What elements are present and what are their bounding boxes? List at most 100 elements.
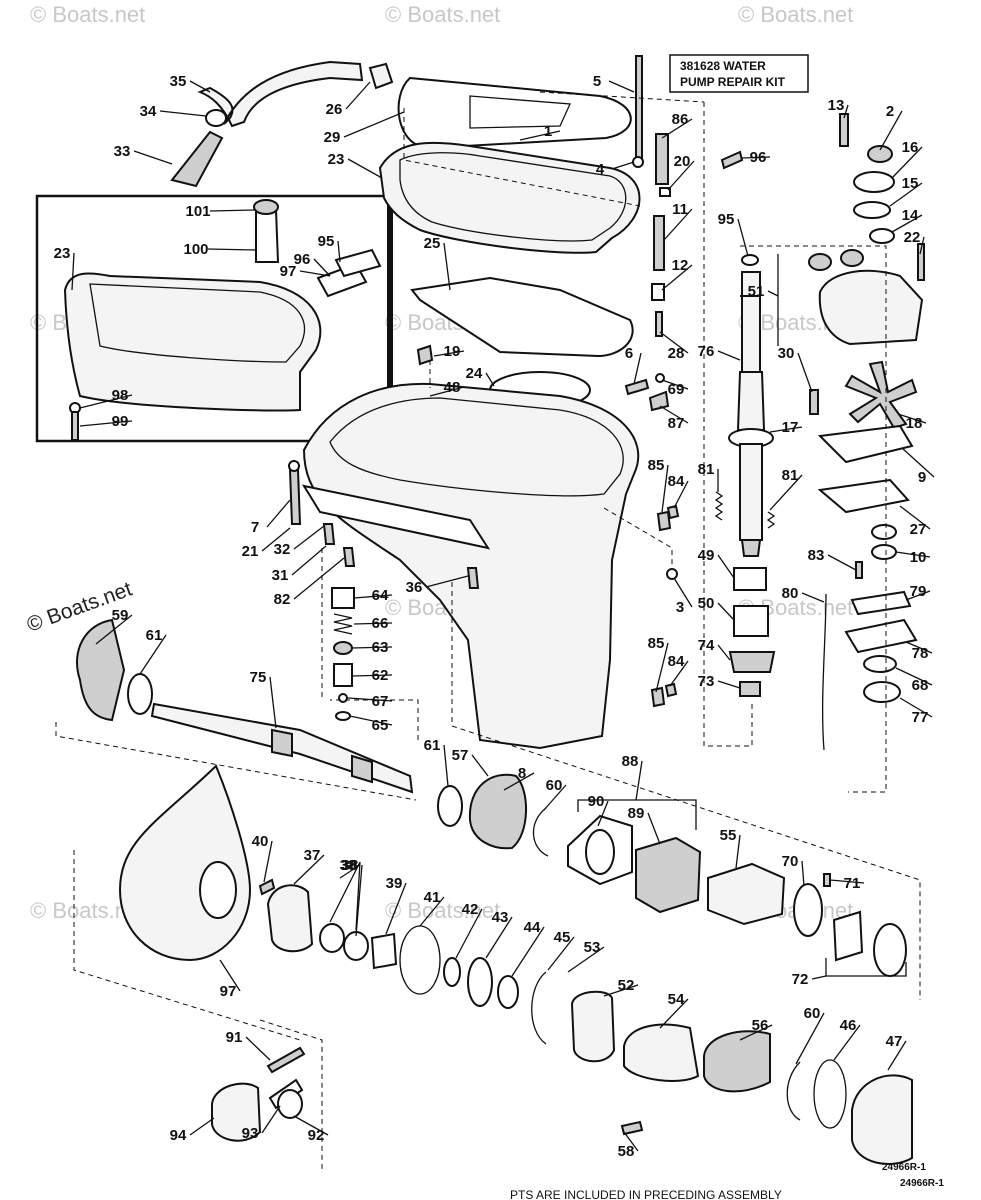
bracket-88: [577, 799, 697, 830]
ring-60b: [786, 1061, 801, 1121]
screw-71: [823, 873, 831, 887]
callout-leader-66: [353, 622, 393, 625]
callout-12: 12: [672, 257, 689, 274]
shift-rod-11: [653, 215, 665, 271]
nut-73: [739, 681, 761, 697]
callout-22: 22: [904, 229, 921, 246]
callout-63: 63: [372, 639, 389, 656]
callout-leader-20: [667, 160, 695, 191]
callout-32: 32: [274, 541, 291, 558]
callout-leader-82: [293, 557, 345, 600]
callout-78: 78: [912, 645, 929, 662]
callout-49: 49: [698, 547, 715, 564]
seal-95: [741, 254, 759, 266]
callout-35: 35: [170, 73, 187, 90]
callout-61: 61: [424, 737, 441, 754]
callout-leader-96: [741, 156, 771, 159]
callout-leader-81: [769, 474, 803, 511]
bearing-carrier-55: [707, 862, 786, 926]
callout-10: 10: [910, 549, 927, 566]
pin-58: [620, 1120, 644, 1136]
callout-leader-61: [139, 634, 167, 675]
callout-88: 88: [622, 753, 639, 770]
stud-7: [288, 469, 302, 525]
callout-25: 25: [424, 235, 441, 252]
callout-leader-100: [207, 248, 257, 251]
callout-leader-50: [717, 602, 735, 621]
callout-leader-18: [897, 413, 927, 424]
callout-leader-72: [811, 975, 827, 980]
callout-44: 44: [524, 919, 541, 936]
callout-leader-49: [717, 554, 735, 579]
callout-34: 34: [140, 103, 157, 120]
callout-leader-7: [266, 499, 291, 528]
seal-14: [869, 228, 895, 244]
callout-29: 29: [324, 129, 341, 146]
adapter-housing-23-flange: [399, 152, 627, 242]
callout-50: 50: [698, 595, 715, 612]
callout-leader-58: [623, 1131, 639, 1152]
spring-66: [333, 613, 353, 635]
callout-95: 95: [718, 211, 735, 228]
watermark: © Boats.net: [385, 2, 500, 27]
callout-leader-34: [159, 110, 207, 117]
bearing-77: [863, 681, 901, 703]
callout-51: 51: [748, 283, 765, 300]
callout-11: 11: [672, 201, 688, 218]
callout-leader-46: [833, 1024, 861, 1061]
callout-9: 9: [918, 469, 926, 486]
kit-box-line1: 381628 WATER: [680, 59, 766, 73]
callout-46: 46: [840, 1017, 857, 1034]
retainer-70: [793, 883, 823, 937]
callout-leader-52: [603, 984, 639, 997]
plate-79: [850, 590, 912, 616]
callout-leader-64: [353, 594, 393, 599]
screw-30: [809, 389, 819, 415]
callout-leader-84: [669, 660, 689, 687]
shaft-splines-a: [271, 728, 293, 758]
callout-leader-10: [895, 551, 931, 558]
callout-leader-19: [433, 350, 465, 357]
bracket-38: [329, 861, 361, 931]
callout-leader-93: [261, 1105, 281, 1134]
callout-leader-59: [95, 614, 133, 645]
callout-84: 84: [668, 473, 685, 490]
gasket-1-opening: [469, 95, 571, 129]
callout-leader-28: [659, 331, 689, 354]
screw-36: [466, 567, 480, 589]
callout-leader-88: [635, 760, 643, 801]
callout-19: 19: [444, 343, 461, 360]
grommet-34: [205, 109, 227, 127]
callout-89: 89: [628, 805, 645, 822]
housing-16: [853, 171, 895, 193]
propeller-hub: [199, 861, 237, 919]
callout-leader-75: [269, 676, 277, 729]
screw-83: [855, 561, 863, 579]
spring-81-left: [714, 491, 724, 521]
callout-leader-69: [661, 379, 689, 390]
kit-box: [669, 54, 809, 93]
callout-leader-39: [385, 882, 407, 935]
forward-gear-59: [75, 618, 126, 722]
callout-leader-76: [717, 350, 741, 361]
callout-leader-13: [843, 104, 849, 119]
callout-3: 3: [676, 599, 684, 616]
callout-leader-44: [511, 926, 545, 977]
callout-73: 73: [698, 673, 715, 690]
callout-93: 93: [242, 1125, 259, 1142]
grommet-2: [867, 145, 893, 163]
driveshaft-splines: [740, 539, 762, 557]
pin-86: [655, 133, 669, 185]
callout-leader-11: [663, 208, 693, 241]
callout-56: 56: [752, 1017, 769, 1034]
callout-leader-83: [827, 554, 857, 571]
callout-65: 65: [372, 717, 389, 734]
callout-95: 95: [318, 233, 335, 250]
callout-leader-25: [443, 242, 451, 291]
washer-42: [443, 957, 461, 987]
spring-89: [635, 836, 702, 914]
callout-45: 45: [554, 929, 571, 946]
callout-39: 39: [386, 875, 403, 892]
callout-47: 47: [886, 1033, 903, 1050]
callout-leader-6: [633, 352, 642, 385]
